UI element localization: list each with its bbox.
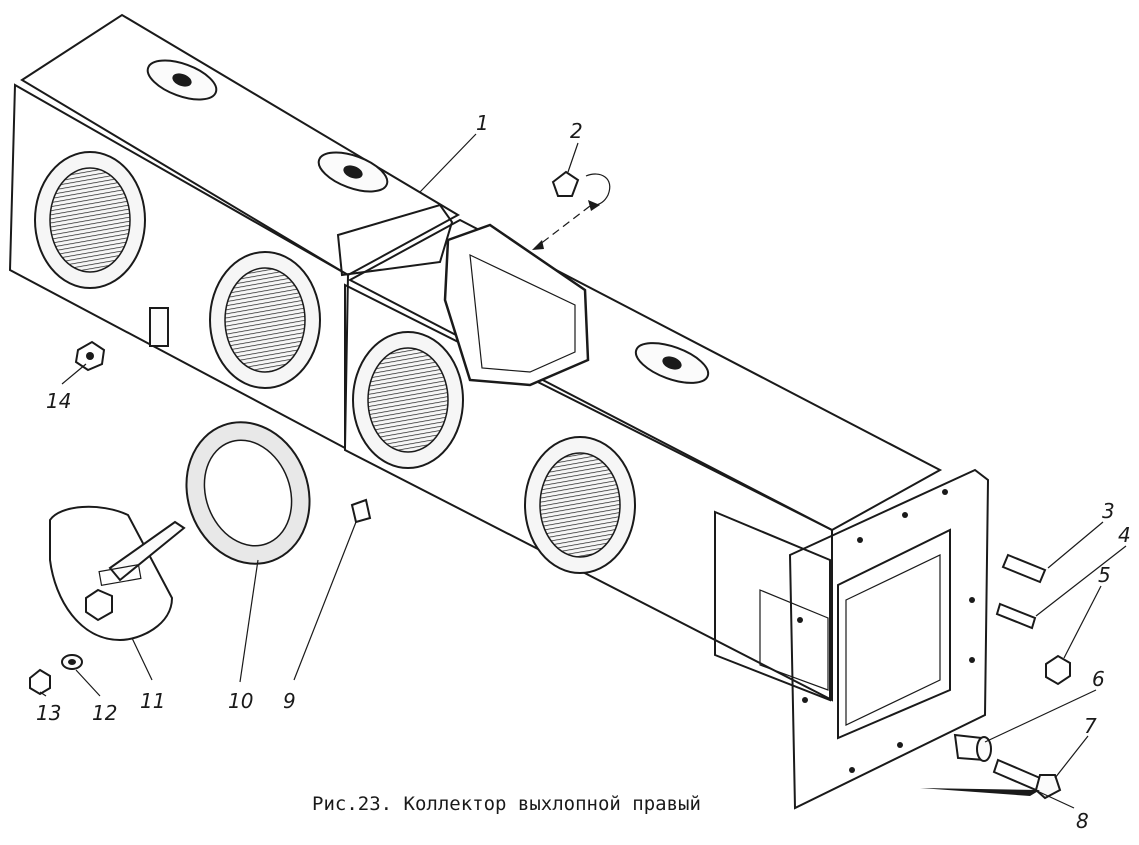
callout-4: 4 [1118,523,1131,547]
outlet-opening [837,528,951,740]
bracket-left [149,307,169,347]
callout-1: 1 [476,111,489,135]
part-11-cover [49,505,186,642]
callout-11: 11 [140,689,165,713]
part-14-nut [74,340,106,372]
right-section-top-face [347,218,943,532]
part-9-stud [350,498,372,524]
callout-6: 6 [1092,667,1105,691]
part-6-bushing [953,733,992,762]
side-box [714,510,831,702]
top-pad-left-2 [317,151,389,193]
part-13-nut [29,668,51,696]
callout-7: 7 [1084,714,1097,738]
flange-bolt-holes [797,489,975,773]
manifold-section-right [344,218,990,810]
callout-2: 2 [570,119,583,143]
part-8-lockwire [920,788,1040,796]
manifold-section-left [8,13,461,450]
exhaust-port-left-1 [34,151,146,289]
part-12-washer [61,654,83,670]
part-4-stud [995,602,1037,630]
callout-12: 12 [92,701,117,725]
figure-caption: Рис.23. Коллектор выхлопной правый [312,793,701,815]
part-2-plug [532,170,611,250]
right-section-front-face [344,283,833,702]
callout-8: 8 [1076,809,1089,833]
joint-flange [336,203,454,277]
callout-14: 14 [46,389,71,413]
top-opening [443,223,590,387]
part-3-stud [1001,553,1047,584]
left-section-top-face [20,13,461,277]
callout-3: 3 [1102,499,1115,523]
top-pad-left-1 [146,59,218,101]
part-5-nut [1045,654,1071,686]
part-10-gasket [185,421,311,565]
top-pad-right [634,342,710,384]
callout-9: 9 [283,689,296,713]
exhaust-port-right-2 [524,436,636,574]
leader-lines [39,133,1127,809]
exhaust-port-left-2 [209,251,321,389]
callout-5: 5 [1098,563,1111,587]
outlet-flange [788,468,990,810]
exhaust-port-right-1 [352,331,464,469]
callout-13: 13 [36,701,61,725]
callout-10: 10 [228,689,253,713]
